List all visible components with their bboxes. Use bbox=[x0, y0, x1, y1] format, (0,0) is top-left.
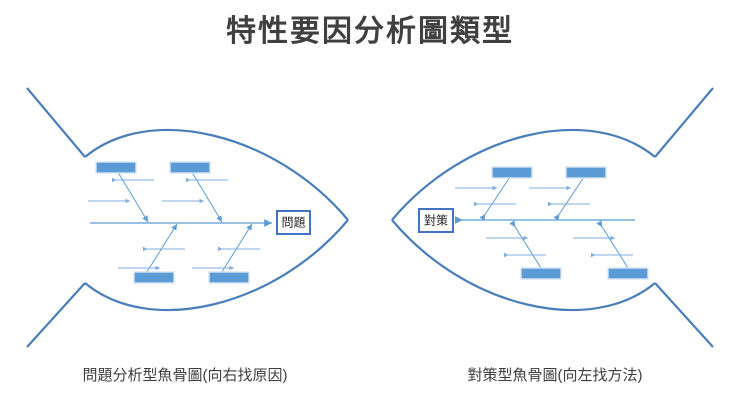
main-bone-top-2-right bbox=[553, 173, 587, 221]
category-box-top-right-1[interactable] bbox=[491, 166, 533, 179]
fishbone-illustration: 問題 bbox=[26, 87, 714, 348]
category-box-top-right-2[interactable] bbox=[565, 166, 607, 179]
category-boxes-left bbox=[95, 161, 250, 284]
fishbone-skeleton-right bbox=[455, 173, 635, 269]
head-label-box-border-right[interactable] bbox=[418, 208, 454, 233]
main-bone-bottom-1-left bbox=[144, 223, 178, 276]
body-lower-curve-left bbox=[84, 219, 349, 311]
body-upper-curve-left bbox=[84, 129, 349, 221]
main-bone-bottom-2-right bbox=[596, 220, 629, 269]
category-box-bottom-left-1[interactable] bbox=[133, 271, 175, 284]
category-box-bottom-right-1[interactable] bbox=[520, 267, 562, 280]
main-bone-bottom-2-left bbox=[219, 223, 253, 276]
category-boxes-right bbox=[491, 166, 649, 280]
tail-lower-fin-left bbox=[26, 282, 86, 348]
tail-lower-fin-right bbox=[654, 282, 714, 348]
category-box-bottom-left-2[interactable] bbox=[208, 271, 250, 284]
fish-outline-right bbox=[391, 87, 714, 348]
body-lower-curve-right bbox=[391, 219, 656, 311]
category-box-bottom-right-2[interactable] bbox=[607, 267, 649, 280]
category-box-top-left-2[interactable] bbox=[169, 161, 211, 174]
head-label-box-border-left[interactable] bbox=[276, 210, 311, 235]
category-box-top-left-1[interactable] bbox=[95, 161, 137, 174]
head-label-text-right: 對策 bbox=[424, 214, 448, 228]
main-bone-top-1-right bbox=[479, 173, 513, 221]
body-upper-curve-right bbox=[391, 129, 656, 221]
main-bone-top-2-left bbox=[189, 168, 223, 223]
caption-left: 問題分析型魚骨圖(向右找原因) bbox=[82, 367, 288, 384]
page-title: 特性要因分析圖類型 bbox=[226, 15, 514, 48]
tail-upper-fin-right bbox=[654, 87, 714, 158]
tail-upper-fin-left bbox=[26, 87, 86, 158]
head-label-text-left: 問題 bbox=[281, 216, 305, 230]
fishbone-skeleton-left bbox=[88, 168, 272, 276]
fish-outline-left bbox=[26, 87, 349, 348]
head-label-box-right[interactable]: 對策 bbox=[418, 208, 454, 233]
head-label-box-left[interactable]: 問題 bbox=[276, 210, 311, 235]
main-bone-bottom-1-right bbox=[509, 220, 542, 269]
fishbone-diagrams-area: 問題 bbox=[0, 75, 740, 348]
caption-right: 對策型魚骨圖(向左找方法) bbox=[467, 367, 643, 384]
main-bone-top-1-left bbox=[115, 168, 149, 223]
